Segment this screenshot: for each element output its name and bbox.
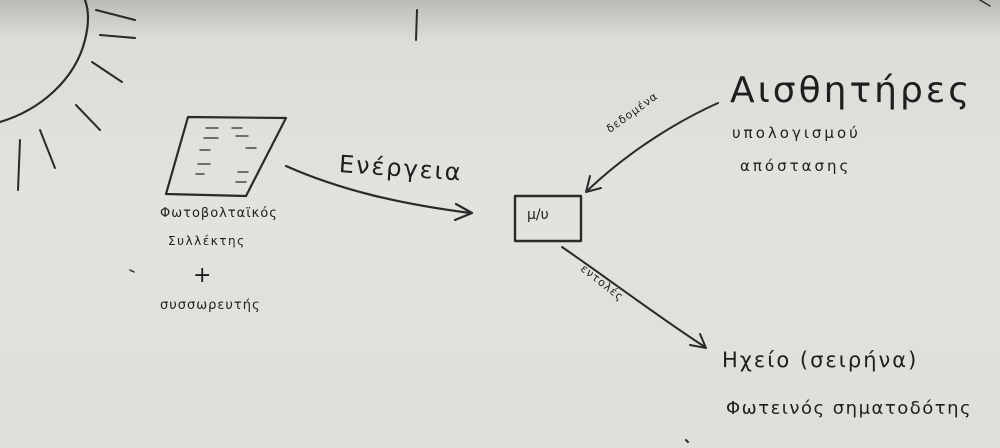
sun-ray [17,139,21,191]
commands-arrow [561,246,706,348]
solar-collector-label: Φωτοβολταϊκός [160,206,278,221]
mark [979,0,991,7]
sun-arc [0,0,90,124]
mcu-label: μ/υ [527,207,549,223]
sun-ray [99,34,136,39]
solar-panel [164,115,288,198]
buzzer-label: Ηχείο (σειρήνα) [722,348,919,372]
sun-ray [39,129,56,169]
sun-ray [75,104,101,131]
energy-arrowhead [453,202,474,222]
mcu-box [513,194,583,243]
sun-ray [91,61,123,83]
panel-scribble [195,127,257,183]
mark [685,439,689,443]
plus-sign: + [193,263,212,288]
led-signal-label: Φωτεινός σηματοδότης [726,398,973,419]
distance-calc-line2: απόστασης [740,157,852,175]
distance-calc-line1: υπολογισμού [732,124,861,142]
accumulator-label: συσσωρευτής [160,298,261,313]
mark [129,269,135,273]
commands-arrowhead [689,333,707,349]
mark [415,9,418,41]
sun-ray [95,9,136,21]
data-arrowhead [585,175,602,193]
collector-label: Συλλέκτης [168,234,246,248]
sensors-label: Αισθητήρες [730,70,973,111]
energy-arrow [284,164,472,215]
data-arrow [587,102,719,191]
